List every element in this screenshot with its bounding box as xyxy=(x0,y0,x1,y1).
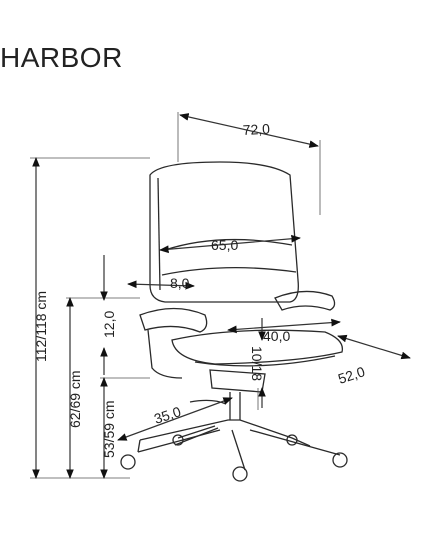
label-seat-height: 53/59 cm xyxy=(101,400,117,458)
label-armrest-floor-height: 62/69 cm xyxy=(67,370,83,428)
label-base-radius: 35,0 xyxy=(152,403,183,427)
label-backrest-width: 65,0 xyxy=(211,237,238,253)
base-35-line xyxy=(117,397,233,441)
chair-outline xyxy=(120,161,348,482)
width-72-line xyxy=(179,113,319,148)
dimension-lines xyxy=(32,113,411,479)
gap-8-line xyxy=(127,280,195,290)
label-depth: 52,0 xyxy=(336,363,367,387)
seat-40-line xyxy=(227,318,341,334)
label-seat-thickness: 10/18 xyxy=(249,346,265,381)
label-armrest-height: 12,0 xyxy=(101,311,117,338)
product-title: HARBOR xyxy=(0,42,123,73)
depth-52-line xyxy=(337,334,411,360)
label-backrest-gap: 8,0 xyxy=(170,275,190,291)
width-65-line xyxy=(159,234,301,254)
label-total-width: 72,0 xyxy=(242,121,270,138)
label-total-height: 112/118 cm xyxy=(33,291,49,362)
label-seat-depth: 40,0 xyxy=(263,328,290,344)
